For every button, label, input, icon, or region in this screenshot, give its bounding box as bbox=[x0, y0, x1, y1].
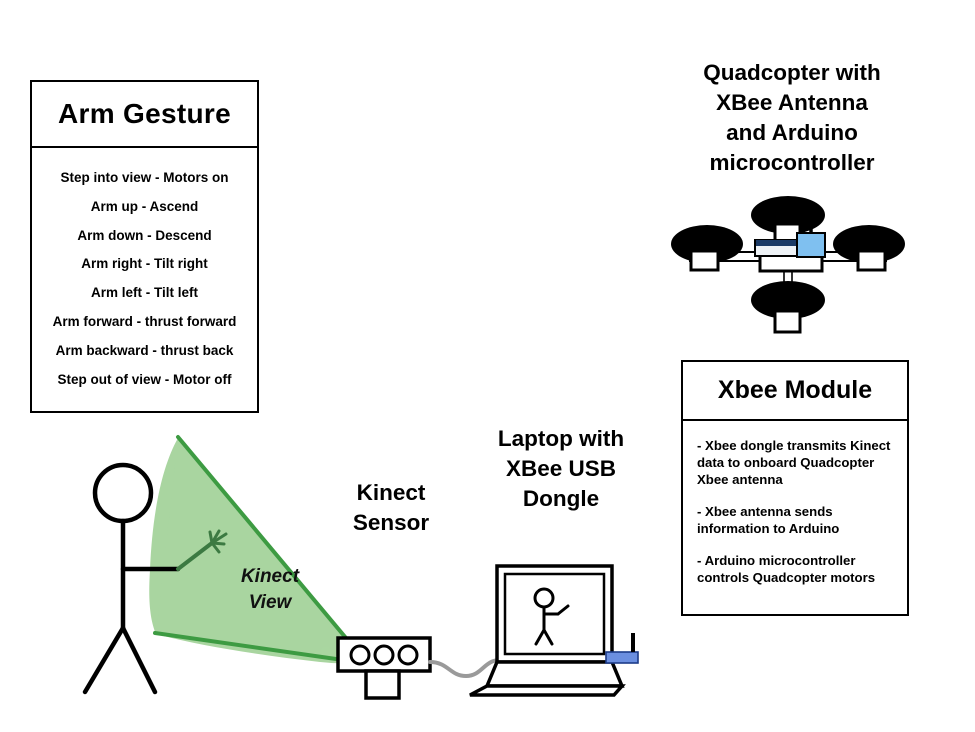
gesture-row: Arm left - Tilt left bbox=[90, 285, 198, 301]
screen-figure-head bbox=[533, 587, 555, 609]
kinect-usb-cable bbox=[428, 658, 502, 679]
dongle-body bbox=[605, 651, 639, 664]
kinect-lens-1 bbox=[349, 644, 371, 666]
laptop-caption: Laptop with XBee USB Dongle bbox=[497, 426, 625, 511]
laptop-deck bbox=[484, 660, 625, 688]
motor-mount-rear bbox=[773, 309, 802, 334]
cone-edge-top bbox=[176, 435, 368, 664]
quadcopter-device bbox=[671, 196, 905, 334]
xbee-bullet: - Xbee dongle transmits Kinect data to o… bbox=[697, 438, 891, 487]
cone-edge-bottom bbox=[153, 631, 366, 665]
gesture-row: Arm right - Tilt right bbox=[81, 256, 208, 272]
raised-arm-forearm bbox=[176, 541, 214, 571]
xbee-bullet: - Xbee antenna sends information to Ardu… bbox=[697, 504, 840, 536]
motor-mount-left bbox=[689, 249, 720, 272]
gesture-row: Step into view - Motors on bbox=[60, 170, 229, 185]
screen-figure-right-leg bbox=[542, 628, 554, 646]
gesture-row: Arm up - Ascend bbox=[90, 198, 199, 214]
screen-figure-left-leg bbox=[534, 628, 546, 646]
xbee-module-panel: Xbee Module - Xbee dongle transmits Kine… bbox=[681, 360, 909, 616]
kinect-view-cone bbox=[149, 435, 368, 665]
gesture-row: Step out of view - Motor off bbox=[57, 371, 232, 387]
gesture-row: Arm backward - thrust back bbox=[55, 342, 234, 358]
motor-mount-right bbox=[856, 249, 887, 272]
arm-gesture-title: Arm Gesture bbox=[32, 82, 257, 148]
rotor-left bbox=[671, 225, 743, 263]
kinect-view-label: Kinect View bbox=[240, 566, 300, 613]
gesture-row: Arm down - Descend bbox=[77, 227, 212, 243]
person-stick-figure bbox=[82, 462, 181, 695]
arm-gesture-panel: Arm Gesture Step into view - Motors on A… bbox=[30, 80, 259, 413]
xbee-bullet: - Arduino microcontroller controls Quadc… bbox=[697, 553, 876, 585]
xbee-usb-dongle bbox=[605, 633, 639, 664]
arm-gesture-list: Step into view - Motors on Arm up - Asce… bbox=[32, 148, 257, 394]
laptop-front-edge bbox=[469, 684, 626, 697]
laptop-device bbox=[469, 564, 626, 697]
xbee-module-title: Xbee Module bbox=[683, 362, 907, 421]
person-right-leg bbox=[120, 625, 158, 695]
person-left-leg bbox=[82, 625, 126, 695]
person-head bbox=[92, 462, 154, 524]
kinect-lens-2 bbox=[373, 644, 395, 666]
kinect-sensor-caption: Kinect Sensor bbox=[352, 480, 430, 535]
rotor-right bbox=[833, 225, 905, 263]
quadcopter-xbee-strip bbox=[756, 240, 796, 246]
laptop-screen-stick-figure bbox=[533, 587, 570, 646]
xbee-module-bullets: - Xbee dongle transmits Kinect data to o… bbox=[683, 421, 907, 586]
kinect-lens-3 bbox=[397, 644, 419, 666]
screen-figure-forearm bbox=[556, 604, 570, 616]
gesture-row: Arm forward - thrust forward bbox=[52, 313, 237, 329]
rotor-rear bbox=[751, 281, 825, 319]
quadcopter-arduino-board bbox=[796, 232, 826, 258]
kinect-sensor-device bbox=[336, 636, 432, 700]
rotor-front bbox=[751, 196, 825, 234]
person-raised-arm bbox=[176, 529, 228, 571]
raised-hand-fingers bbox=[208, 529, 228, 554]
kinect-sensor-base bbox=[364, 669, 401, 700]
quadcopter-caption: Quadcopter with XBee Antenna and Arduino… bbox=[703, 60, 881, 175]
cone-fill-main bbox=[156, 438, 364, 662]
cone-blob-c bbox=[320, 647, 332, 657]
